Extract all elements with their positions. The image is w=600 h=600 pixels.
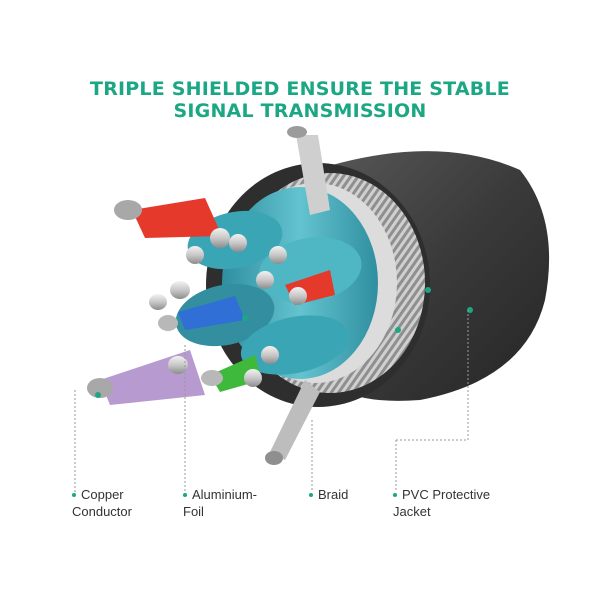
red-wire <box>132 198 222 238</box>
bullet-icon <box>72 492 76 497</box>
headline-line1: TRIPLE SHIELDED ENSURE THE STABLE <box>90 78 510 100</box>
leader-lines <box>74 310 469 492</box>
bullet-icon <box>309 492 313 497</box>
marker-copper <box>95 392 101 398</box>
blue-wire <box>178 296 245 330</box>
headline-line2: SIGNAL TRANSMISSION <box>173 100 427 122</box>
gray-wire-top <box>296 135 330 215</box>
label-braid: Braid <box>309 486 348 503</box>
marker-foil <box>242 315 248 321</box>
label-aluminium-foil: Aluminium- Foil <box>183 487 258 519</box>
purple-wire <box>100 350 205 405</box>
label-pvc-jacket: PVC Protective Jacket <box>393 487 491 519</box>
silver-conductors <box>149 228 307 387</box>
bullet-icon <box>183 492 187 497</box>
marker-braid-top <box>425 287 431 293</box>
headline: TRIPLE SHIELDED ENSURE THE STABLE SIGNAL… <box>0 78 600 122</box>
bullet-icon <box>393 492 397 497</box>
gray-wire-bottom <box>270 380 320 460</box>
marker-braid <box>395 327 401 333</box>
label-copper-conductor: Copper Conductor <box>72 487 132 519</box>
